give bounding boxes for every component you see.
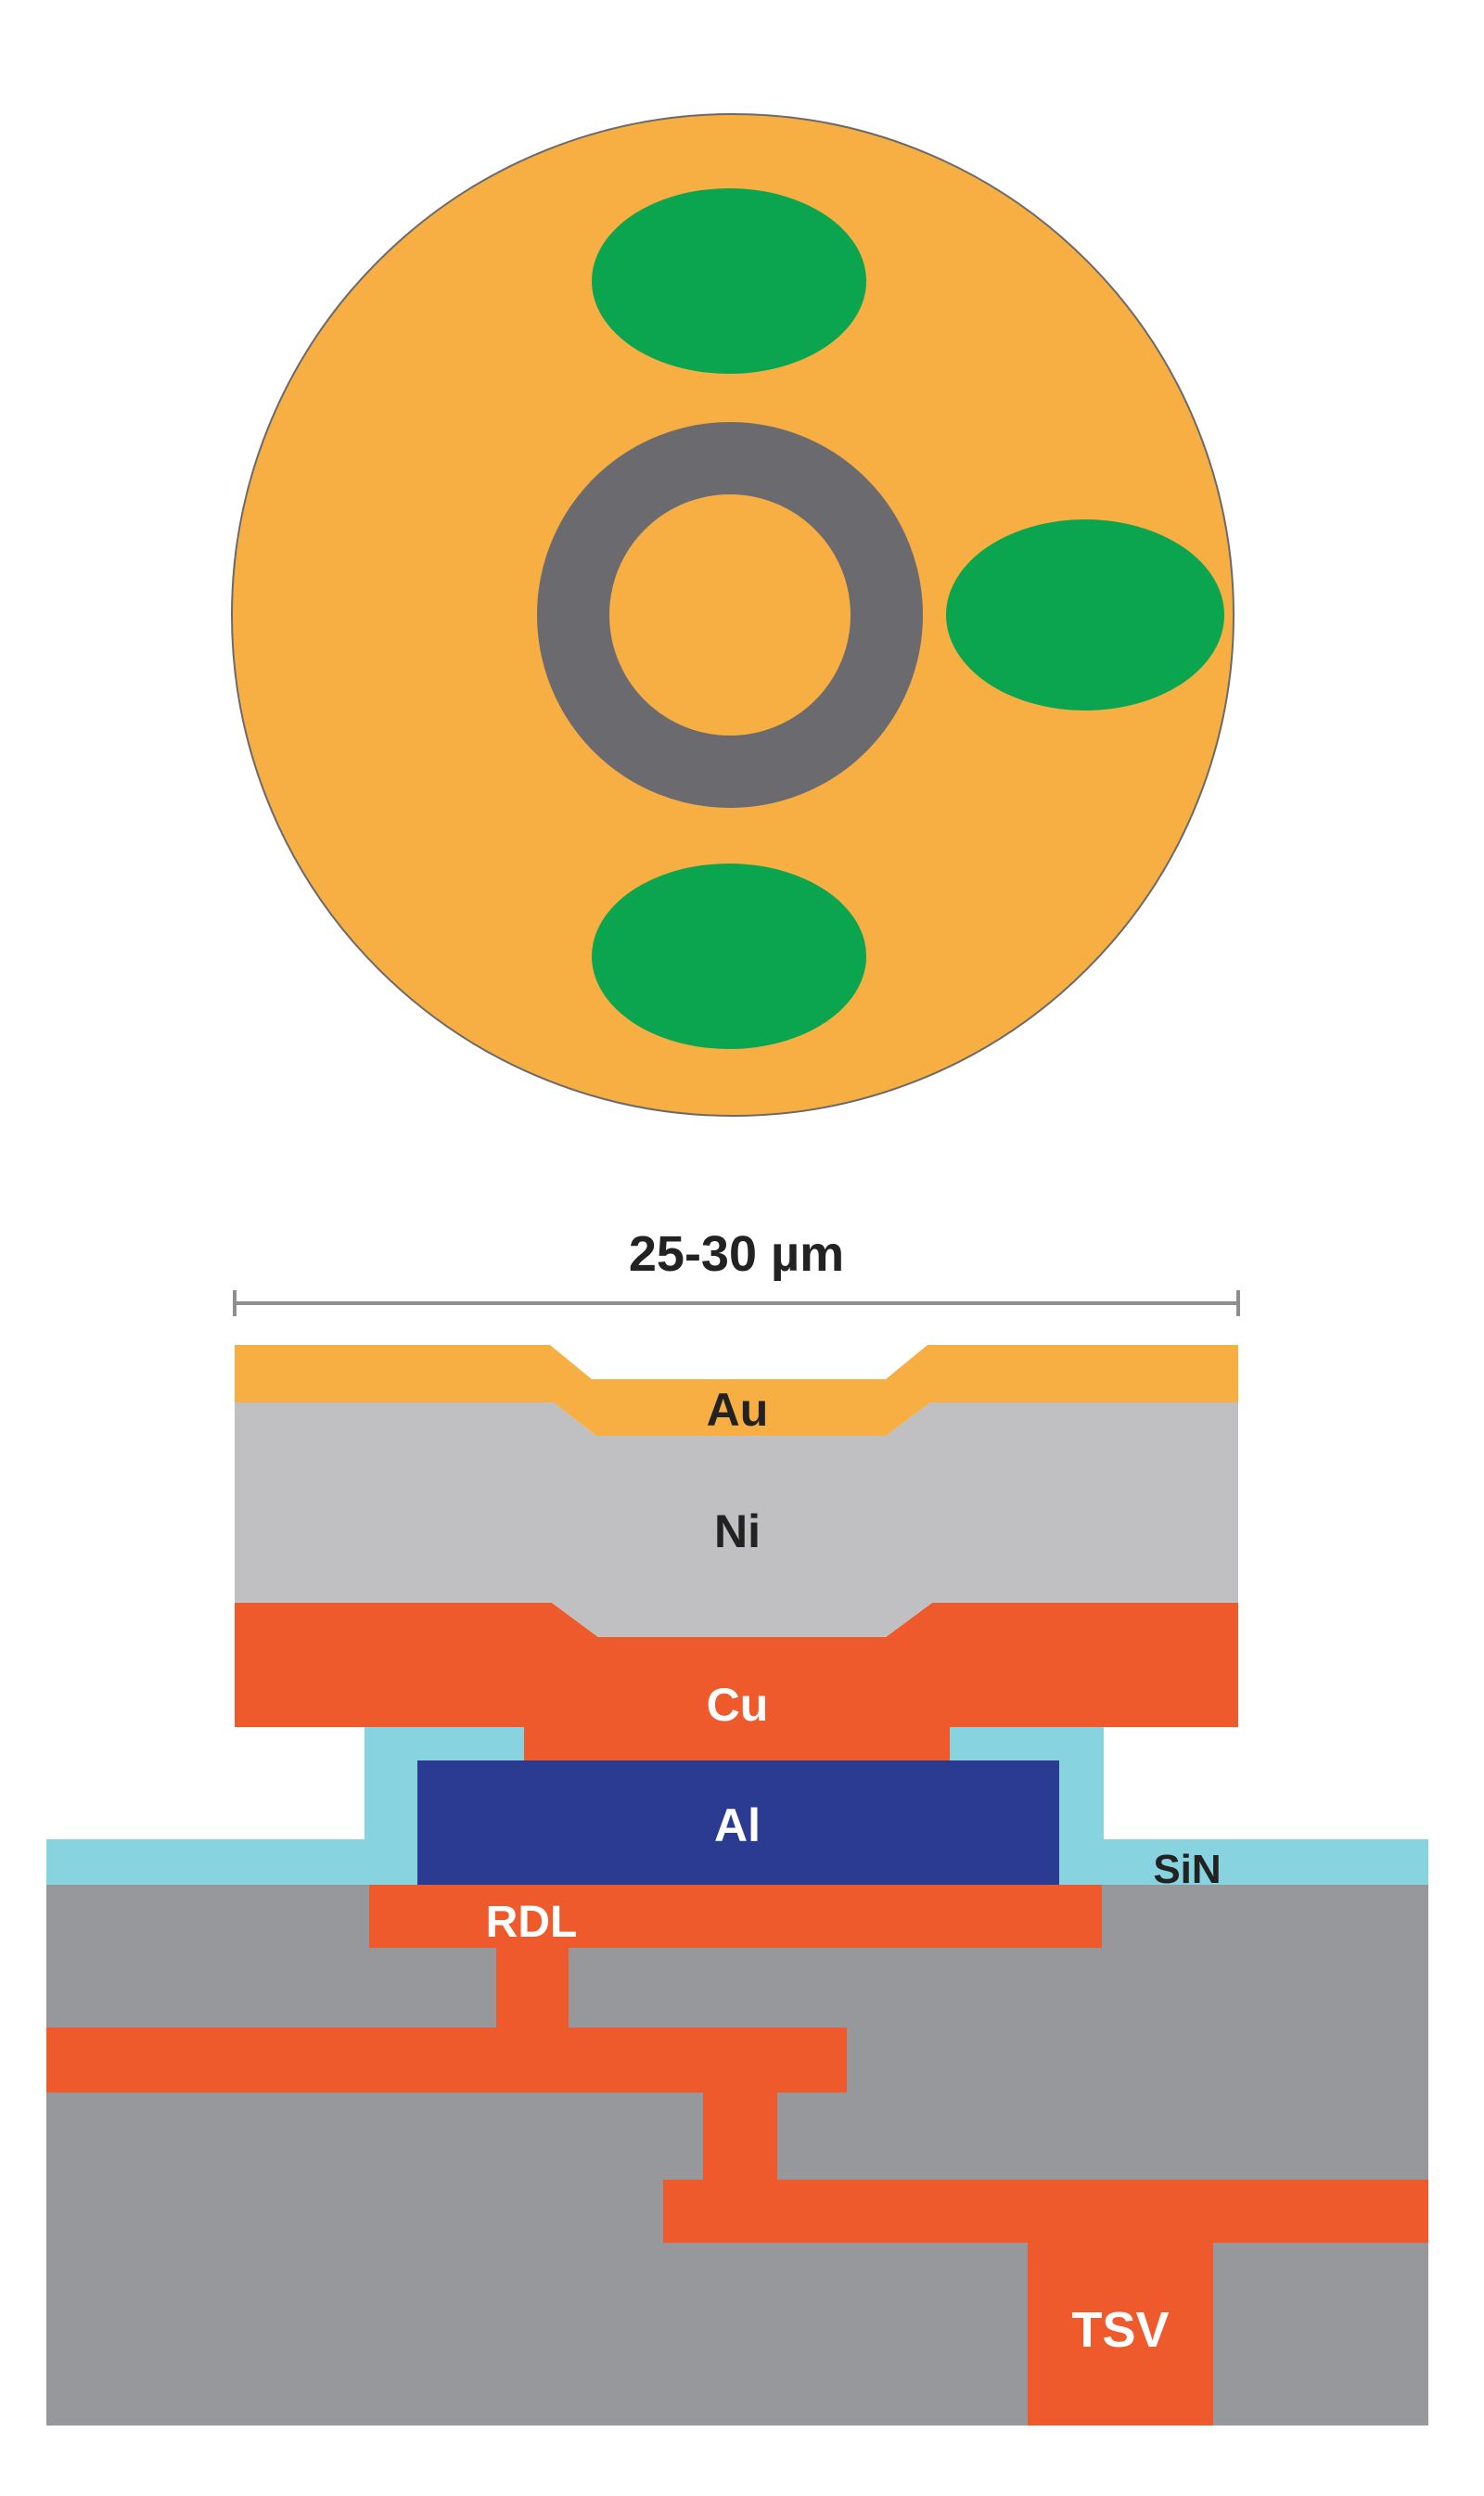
rdl-line [369, 1885, 1102, 1948]
green-pad-right [946, 519, 1224, 710]
top-view [231, 113, 1235, 1117]
metal-line-3 [663, 2180, 1428, 2243]
au-label: Au [707, 1384, 769, 1436]
ni-layer [235, 1402, 1238, 1637]
dimension-label: 25-30 µm [629, 1226, 844, 1282]
tsv-pillar [1028, 2239, 1213, 2426]
cu-label: Cu [707, 1679, 769, 1731]
green-pad-bottom [592, 864, 866, 1049]
al-pad [417, 1760, 1059, 1885]
cross-section: Au Ni Cu Al SiN RDL TSV [46, 1345, 1428, 2426]
sin-label: SiN [1153, 1847, 1221, 1892]
tsv-label: TSV [1071, 2302, 1169, 2358]
via-ring [537, 422, 923, 808]
cu-layer [235, 1603, 1238, 1760]
metal-via-2 [703, 2089, 777, 2182]
al-label: Al [714, 1799, 761, 1851]
green-pad-top [592, 188, 866, 374]
ni-label: Ni [714, 1505, 761, 1557]
bump-top-view-au-disc [231, 113, 1235, 1117]
au-layer [235, 1345, 1238, 1436]
dimension-annotation: 25-30 µm [233, 1226, 1240, 1316]
metal-via-1 [496, 1944, 569, 2029]
metal-line-2 [46, 2028, 847, 2093]
rdl-label: RDL [486, 1898, 578, 1947]
